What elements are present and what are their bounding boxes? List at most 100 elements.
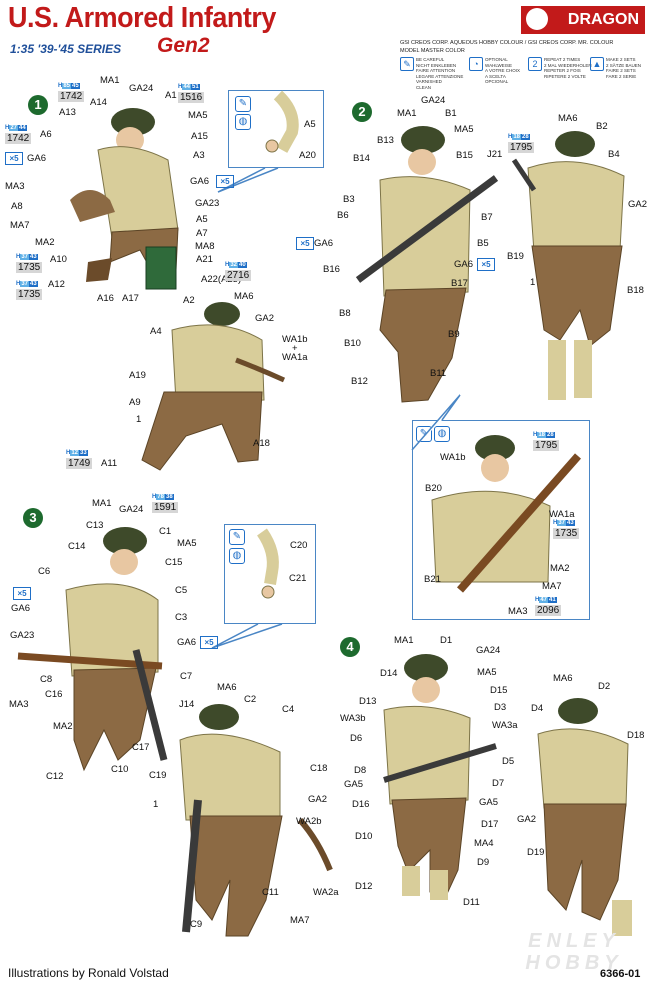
part-label: A14 bbox=[90, 97, 107, 108]
callout-part-label: A20 bbox=[299, 150, 316, 161]
part-label: J14 bbox=[179, 699, 195, 710]
legend-col-2: OPTIONAL WAHLWEISE A VOTRE CHOIX A SCELT… bbox=[485, 57, 521, 84]
part-label: MA6 bbox=[558, 113, 578, 124]
part-label: MA7 bbox=[542, 581, 562, 592]
part-label: A10 bbox=[50, 254, 67, 265]
legend-optional-icon: ◔ bbox=[469, 57, 483, 71]
legend-paint-brands: GSI CREOS CORP. AQUEOUS HOBBY COLOUR / G… bbox=[400, 40, 614, 46]
callout-part-label: A5 bbox=[304, 119, 316, 130]
part-label: C4 bbox=[282, 704, 295, 715]
part-label: C15 bbox=[165, 557, 183, 568]
part-label: MA6 bbox=[217, 682, 237, 693]
part-label: GA5 bbox=[479, 797, 499, 808]
part-label: B10 bbox=[344, 338, 361, 349]
glue-icon: ✎ bbox=[235, 96, 251, 112]
dragon-emblem-icon bbox=[526, 8, 548, 30]
part-label: C7 bbox=[180, 671, 193, 682]
part-label: B9 bbox=[448, 329, 460, 340]
figure-1b-kneeling-back bbox=[141, 302, 286, 471]
part-label: D7 bbox=[492, 778, 505, 789]
glue-icon: ✎ bbox=[229, 529, 245, 545]
figure-4-walking-carbine bbox=[383, 654, 497, 900]
part-label: A4 bbox=[150, 326, 162, 337]
part-label: MA6 bbox=[553, 673, 573, 684]
part-label: A22(A23) bbox=[201, 274, 242, 285]
part-label: GA6 bbox=[11, 603, 31, 614]
legend-col-3: REPEAT 2 TIMES 2 MAL WIEDERHOLEN REPETER… bbox=[544, 57, 592, 79]
part-label: C1 bbox=[159, 526, 172, 537]
part-label: C8 bbox=[40, 674, 53, 685]
part-label: MA7 bbox=[290, 915, 310, 926]
step-4-badge: 4 bbox=[340, 637, 360, 657]
part-label: GA6 bbox=[190, 176, 210, 187]
figure-1-kneeling-soldier bbox=[70, 108, 179, 290]
part-label: C17 bbox=[132, 742, 150, 753]
part-label: WA1a bbox=[282, 352, 308, 363]
part-label: C6 bbox=[38, 566, 51, 577]
part-label: D4 bbox=[531, 703, 544, 714]
part-label: B8 bbox=[339, 308, 351, 319]
part-label: 1 bbox=[530, 277, 536, 288]
part-label: GA24 bbox=[129, 83, 154, 94]
part-label: D19 bbox=[527, 847, 545, 858]
part-label: D17 bbox=[481, 819, 499, 830]
part-label: A3 bbox=[193, 150, 205, 161]
part-label: GA24 bbox=[476, 645, 501, 656]
part-label: MA3 bbox=[508, 606, 528, 617]
figure-2b-walking-back bbox=[511, 131, 625, 400]
legend-glue-icon: ✎ bbox=[400, 57, 414, 71]
part-label: D9 bbox=[477, 857, 490, 868]
times-five-icon: ×5 bbox=[13, 587, 31, 600]
part-label: MA2 bbox=[550, 563, 570, 574]
part-label: MA2 bbox=[53, 721, 73, 732]
part-label: WA3b bbox=[340, 713, 366, 724]
part-label: D11 bbox=[463, 897, 480, 908]
times-five-icon: ×5 bbox=[216, 175, 234, 188]
part-label: D16 bbox=[352, 799, 370, 810]
part-label: A6 bbox=[40, 129, 52, 140]
part-label: C11 bbox=[262, 887, 279, 898]
part-label: MA1 bbox=[100, 75, 120, 86]
gen2-badge: Gen2 bbox=[157, 34, 210, 57]
part-label: B12 bbox=[351, 376, 368, 387]
step-1-badge: 1 bbox=[28, 95, 48, 115]
part-label: D14 bbox=[380, 668, 398, 679]
part-label: GA24 bbox=[119, 504, 144, 515]
callout-arm-parts bbox=[256, 90, 299, 599]
step-2-badge: 2 bbox=[352, 102, 372, 122]
part-label: D8 bbox=[354, 765, 367, 776]
part-label: D15 bbox=[490, 685, 508, 696]
part-label: GA24 bbox=[421, 95, 446, 106]
part-label: MA8 bbox=[195, 241, 215, 252]
callout-box-step1 bbox=[228, 90, 324, 168]
part-label: MA3 bbox=[5, 181, 25, 192]
paint-icon: ◍ bbox=[434, 426, 450, 442]
part-label: D2 bbox=[598, 681, 611, 692]
part-label: GA6 bbox=[177, 637, 197, 648]
part-label: MA2 bbox=[35, 237, 55, 248]
part-label: A7 bbox=[196, 228, 208, 239]
part-label: B11 bbox=[430, 368, 447, 379]
part-label: B16 bbox=[323, 264, 340, 275]
part-label: J21 bbox=[487, 149, 503, 160]
part-label: B6 bbox=[337, 210, 349, 221]
step-3-badge: 3 bbox=[23, 508, 43, 528]
part-label: B14 bbox=[353, 153, 370, 164]
part-label: D5 bbox=[502, 756, 515, 767]
part-label: + bbox=[292, 343, 298, 354]
part-label: D1 bbox=[440, 635, 453, 646]
part-label: A16 bbox=[97, 293, 114, 304]
part-label: C19 bbox=[149, 770, 167, 781]
part-label: B1 bbox=[445, 108, 457, 119]
legend-repeat-icon: 2 bbox=[528, 57, 542, 71]
part-label: GA2 bbox=[628, 199, 648, 210]
